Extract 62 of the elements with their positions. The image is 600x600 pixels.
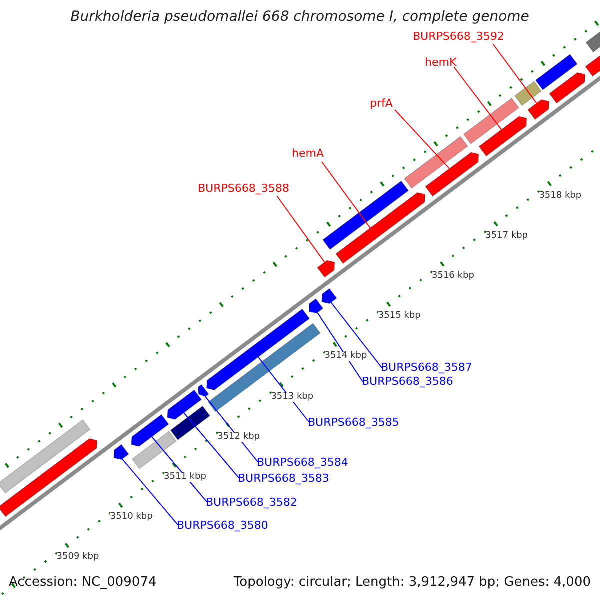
gene-block xyxy=(535,54,578,90)
leader-line xyxy=(394,110,450,170)
gene-block xyxy=(586,30,600,53)
gene-label: hemA xyxy=(292,148,324,159)
gene-block xyxy=(317,260,336,278)
gene-block xyxy=(322,180,410,250)
leader-line xyxy=(330,302,382,368)
gene-block xyxy=(425,152,480,197)
gene-block xyxy=(198,384,210,398)
gene-label: hemK xyxy=(425,57,457,68)
gene-block xyxy=(404,136,468,189)
leader-line xyxy=(317,312,364,382)
gene-block xyxy=(585,53,600,77)
leader-line xyxy=(322,162,371,229)
gene-block xyxy=(528,99,550,120)
scale-label: 3515 kbp xyxy=(378,312,421,322)
leader-line xyxy=(258,356,310,422)
gene-label: prfA xyxy=(370,98,393,109)
leader-line xyxy=(492,44,538,104)
gene-block xyxy=(170,406,210,440)
accession-text: Accession: NC_009074 xyxy=(9,576,157,589)
scale-label: 3509 kbp xyxy=(56,553,100,562)
gene-label: BURPS668_3588 xyxy=(198,183,290,194)
leader-line xyxy=(184,412,240,478)
scale-label: 3512 kbp xyxy=(218,432,260,442)
gene-block xyxy=(514,81,542,106)
gene-label: BURPS668_3583 xyxy=(238,473,330,484)
leader-line xyxy=(276,196,326,263)
gene-block xyxy=(206,308,310,391)
gene-label: BURPS668_3580 xyxy=(177,520,268,531)
gene-block xyxy=(549,72,586,104)
leader-line xyxy=(205,396,258,462)
gene-block xyxy=(478,116,528,157)
gene-block xyxy=(131,414,170,447)
gene-block xyxy=(0,420,91,494)
gene-label: BURPS668_3585 xyxy=(308,417,400,428)
scale-label: 3517 kbp xyxy=(486,232,528,241)
gene-label: BURPS668_3592 xyxy=(413,31,504,42)
gene-label: BURPS668_3587 xyxy=(381,362,472,373)
gene-label: BURPS668_3584 xyxy=(257,457,348,468)
scale-label: 3510 kbp xyxy=(110,513,153,522)
leader-line xyxy=(454,66,502,130)
scale-label: 3513 kbp xyxy=(271,392,314,402)
gene-block xyxy=(336,192,426,264)
gene-block xyxy=(322,288,338,304)
leader-line xyxy=(122,458,178,526)
genome-info-text: Topology: circular; Length: 3,912,947 bp; Genes: 4,000 xyxy=(234,576,591,589)
gene-label: BURPS668_3586 xyxy=(362,376,454,387)
gene-block xyxy=(114,444,130,460)
gene-block xyxy=(208,323,321,412)
scale-label: 3511 kbp xyxy=(164,473,206,482)
scale-label: 3516 kbp xyxy=(432,272,474,281)
leader-line xyxy=(152,436,208,502)
map-title: Burkholderia pseudomallei 668 chromosome I, complete genome xyxy=(70,9,530,25)
gene-block xyxy=(167,390,202,420)
gene-block xyxy=(132,431,177,470)
gene-block xyxy=(463,98,520,144)
scale-label: 3518 kbp xyxy=(539,192,582,201)
scale-label: 3514 kbp xyxy=(324,352,368,362)
gene-block xyxy=(308,298,324,314)
gene-block xyxy=(0,438,98,518)
gene-label: BURPS668_3582 xyxy=(206,497,298,508)
